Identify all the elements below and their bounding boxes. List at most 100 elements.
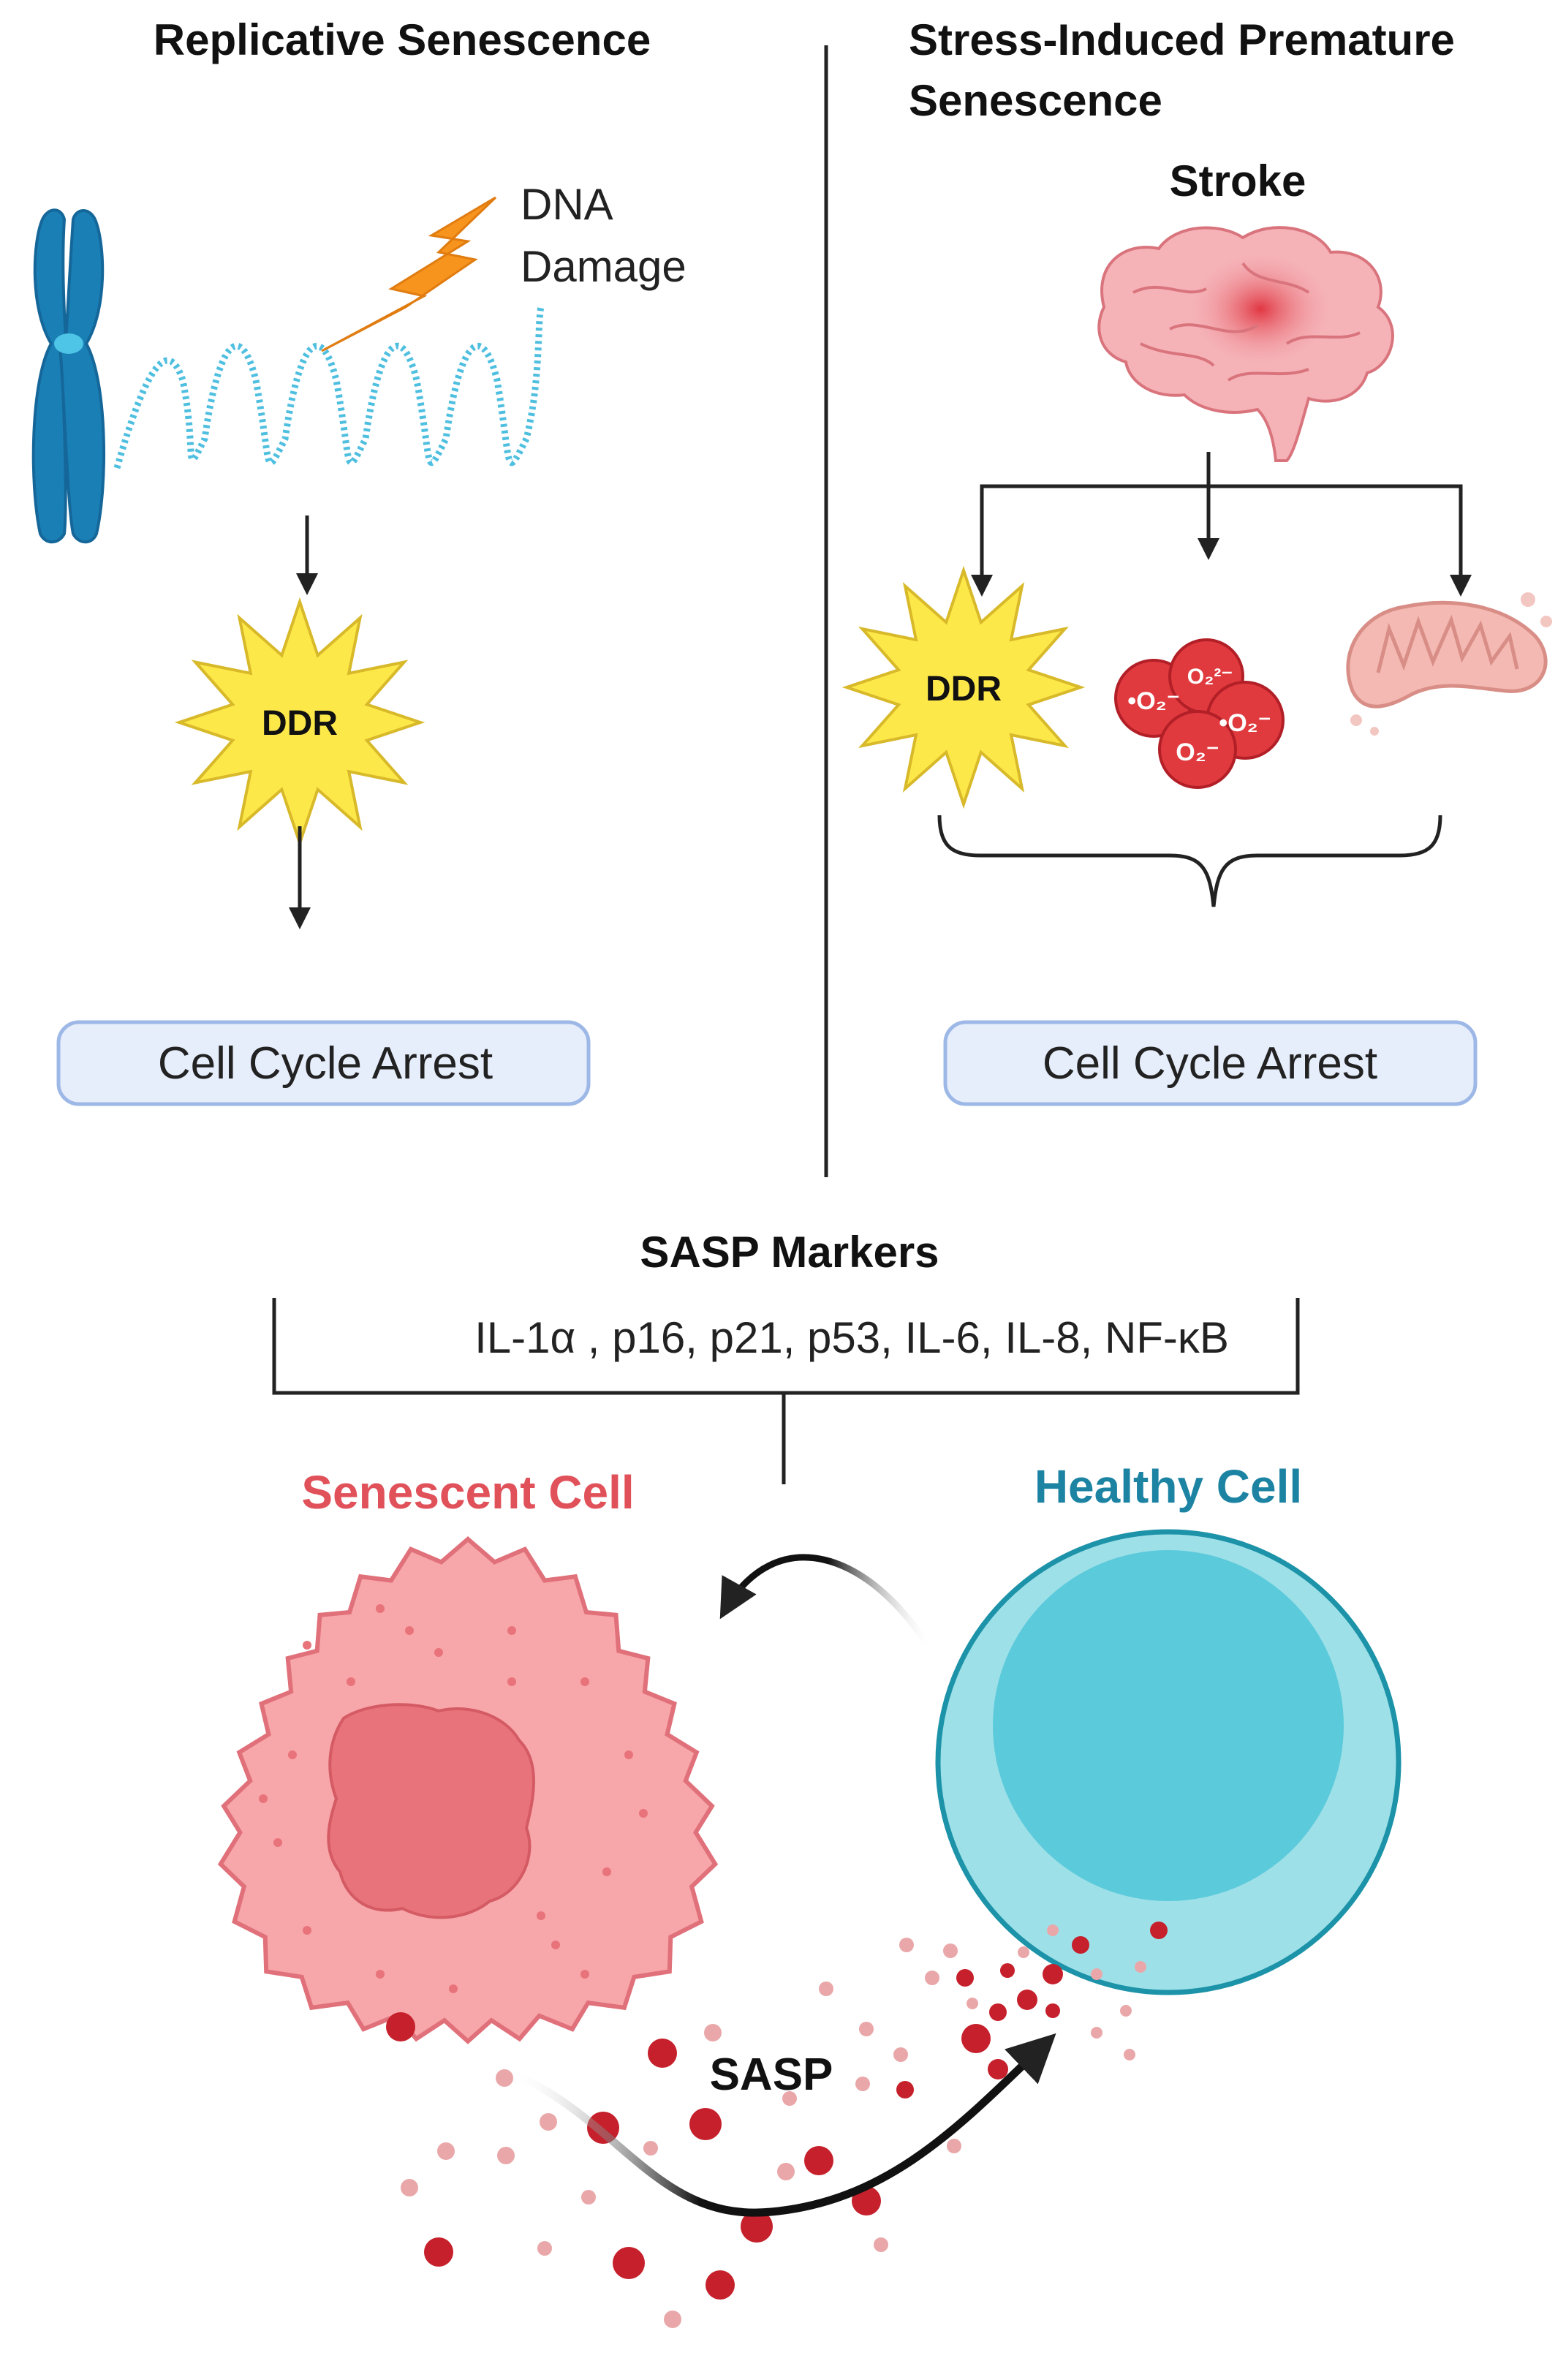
curly-brace (937, 815, 1442, 907)
senescent-granule (259, 1794, 268, 1803)
sasp-particle (613, 2247, 645, 2279)
sasp-particle (1000, 1963, 1015, 1978)
senescent-granule (303, 1926, 311, 1935)
senescent-granule (303, 1641, 311, 1650)
sasp-particle (497, 2147, 515, 2164)
ddr-burst-icon-left: DDR (174, 597, 425, 848)
sasp-particle (896, 2081, 914, 2098)
sasp-particle (956, 1969, 974, 1987)
sasp-particle (689, 2108, 722, 2140)
sasp-particle (496, 2069, 513, 2087)
mitochondrion-icon (1346, 592, 1552, 736)
senescent-granule (580, 1970, 589, 1979)
ros-label-1: •O₂⁻ (1127, 687, 1179, 715)
senescent-granule (288, 1750, 297, 1759)
dna-damage-label-line2: Damage (521, 242, 686, 291)
sasp-particle (925, 1971, 939, 1985)
sasp-particle (777, 2163, 795, 2180)
sasp-markers-bracket (272, 1298, 1300, 1395)
sasp-particle (1045, 2003, 1060, 2018)
sasp-particle (741, 2210, 773, 2243)
ros-molecule-icon: •O₂⁻ O₂²⁻ •O₂⁻ O₂⁻ (1114, 638, 1285, 789)
senescent-granule (551, 1941, 560, 1949)
sasp-particle (1018, 1946, 1029, 1958)
sasp-particle (648, 2039, 677, 2068)
sasp-particle (782, 2091, 797, 2106)
sasp-particle (961, 2024, 991, 2053)
sasp-particle (424, 2237, 453, 2267)
sasp-particle (1017, 1990, 1037, 2010)
sasp-particle (1150, 1922, 1168, 1939)
senescent-nucleus (327, 1703, 535, 1919)
right-panel-title-line1: Stress-Induced Premature (909, 15, 1455, 64)
sasp-arrow (510, 2033, 1056, 2217)
sasp-particle (1091, 1968, 1102, 1980)
cell-cycle-arrest-label-left: Cell Cycle Arrest (158, 1038, 493, 1089)
senescent-granule (376, 1604, 385, 1613)
healthy-cell-label: Healthy Cell (1034, 1460, 1302, 1513)
senescent-granule (602, 1867, 611, 1876)
ddr-label-right: DDR (926, 670, 1002, 709)
sasp-particle (947, 2139, 961, 2153)
conversion-arrow (719, 1554, 935, 1655)
sasp-particle (819, 1982, 833, 1996)
sasp-particle (804, 2146, 833, 2175)
cell-cycle-arrest-box-left: Cell Cycle Arrest (56, 1020, 591, 1106)
left-panel-title: Replicative Senescence (154, 15, 651, 64)
sasp-particles (386, 1922, 1168, 2328)
sasp-particle (540, 2113, 557, 2131)
brain-icon (1097, 226, 1394, 462)
sasp-particle (855, 2077, 870, 2091)
cell-cycle-arrest-label-right: Cell Cycle Arrest (1043, 1038, 1377, 1089)
senescent-granule (507, 1677, 516, 1686)
sasp-particle (1124, 2049, 1135, 2060)
senescent-granule (624, 1750, 633, 1759)
dna-strand (113, 306, 545, 469)
healthy-cell (935, 1529, 1402, 1995)
right-panel-title-line2: Senescence (909, 76, 1162, 125)
sasp-particle (1120, 2005, 1132, 2017)
lightning-icon (321, 196, 497, 352)
dna-damage-label-line1: DNA (521, 180, 613, 229)
ros-label-2: O₂²⁻ (1187, 665, 1233, 689)
ddr-burst-icon-right: DDR (841, 565, 1086, 809)
senescent-cell-label: Senescent Cell (301, 1466, 634, 1519)
sasp-label: SASP (710, 2050, 833, 2100)
sasp-particle (704, 2024, 722, 2041)
senescent-cell (217, 1536, 719, 2044)
stroke-label: Stroke (1170, 156, 1306, 205)
sasp-particle (893, 2047, 908, 2062)
sasp-particle (386, 2012, 415, 2041)
chromosome-icon (31, 208, 106, 544)
senescent-granule (273, 1838, 282, 1847)
sasp-particle (537, 2241, 552, 2256)
sasp-particle (643, 2141, 658, 2156)
sasp-markers-list: IL-1α , p16, p21, p53, IL-6, IL-8, NF-κB (474, 1313, 1229, 1362)
senescent-granule (376, 1970, 385, 1979)
sasp-particle (1047, 1924, 1059, 1936)
sasp-particle (401, 2179, 418, 2196)
ros-label-4: O₂⁻ (1176, 738, 1219, 766)
sasp-particle (989, 2003, 1007, 2021)
sasp-particle (988, 2059, 1008, 2079)
ddr-label-left: DDR (262, 704, 338, 743)
senescent-granule (434, 1648, 443, 1657)
branch-line (980, 484, 1463, 591)
senescent-granule (507, 1626, 516, 1635)
sasp-particle (967, 1998, 978, 2009)
sasp-particle (706, 2270, 735, 2300)
sasp-particle (437, 2142, 455, 2160)
senescent-granule (639, 1809, 648, 1818)
senescent-granule (537, 1911, 545, 1920)
sasp-particle (1091, 2027, 1102, 2039)
ros-label-3: •O₂⁻ (1219, 709, 1271, 737)
sasp-particle (1072, 1936, 1089, 1954)
senescent-granule (449, 1984, 458, 1993)
sasp-markers-title: SASP Markers (640, 1228, 939, 1277)
sasp-particle (581, 2190, 596, 2205)
sasp-particle (1135, 1961, 1146, 1973)
healthy-nucleus (993, 1550, 1344, 1901)
sasp-particle (943, 1943, 958, 1958)
